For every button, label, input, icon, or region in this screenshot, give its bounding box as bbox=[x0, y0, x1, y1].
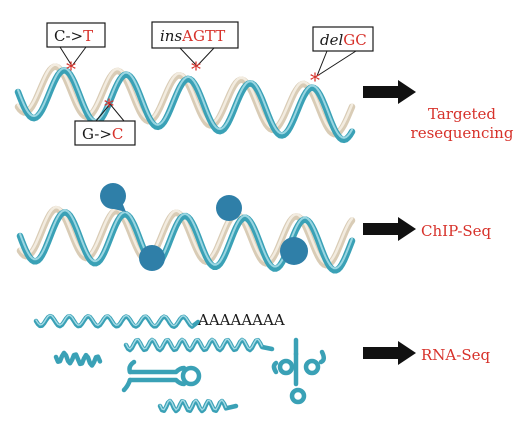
deletion-label: delGC bbox=[320, 31, 367, 49]
callout-pointer bbox=[59, 46, 87, 67]
stem bbox=[127, 365, 187, 387]
protein-blob bbox=[280, 237, 308, 265]
mutation-marker: * bbox=[66, 57, 76, 81]
arrow-right-icon bbox=[363, 80, 416, 104]
loop bbox=[180, 365, 202, 387]
method-label-chip: ChIP-Seq bbox=[421, 222, 492, 240]
stem-ends bbox=[121, 359, 137, 393]
dna-helix-resequencing bbox=[14, 63, 356, 144]
strand-teal-highlight bbox=[17, 67, 353, 139]
snp-label: C->T bbox=[54, 27, 93, 45]
method-label-targeted-line2: resequencing bbox=[411, 124, 514, 142]
trna-cloverleaf bbox=[271, 337, 326, 405]
mrna-strand-highlight bbox=[35, 314, 193, 327]
mutation-marker: * bbox=[191, 57, 201, 81]
callout-pointer bbox=[95, 103, 125, 122]
snp-label: G->C bbox=[82, 125, 123, 143]
callout-box bbox=[46, 22, 106, 48]
mutation-marker: * bbox=[310, 68, 320, 92]
rna-strand-highlight bbox=[125, 338, 263, 350]
callout-snp-c-to-t: C->T bbox=[46, 22, 106, 67]
d-loop bbox=[277, 358, 295, 376]
method-label-rna: RNA-Seq bbox=[421, 346, 490, 364]
rna-molecules bbox=[33, 313, 326, 414]
poly-a-tail: AAAAAAAA bbox=[197, 311, 285, 329]
arrow-right-icon bbox=[363, 217, 416, 241]
strand-teal-highlight bbox=[19, 209, 353, 270]
callout-pointer bbox=[179, 47, 215, 67]
stem-loop-rna bbox=[121, 359, 202, 393]
dna-helix-chip bbox=[16, 205, 356, 274]
arrow-right-icon bbox=[363, 341, 416, 365]
callout-box bbox=[74, 120, 136, 146]
anticodon-loop bbox=[289, 387, 307, 405]
short-rna-strand bbox=[53, 350, 103, 368]
callout-box bbox=[151, 21, 239, 49]
callout-deletion: delGC bbox=[312, 26, 374, 78]
method-label-targeted-line1: Targeted bbox=[428, 105, 496, 123]
protein-blob bbox=[100, 183, 126, 212]
callout-box bbox=[312, 26, 374, 52]
callout-pointer bbox=[315, 50, 357, 78]
callout-snp-g-to-c: G->C bbox=[74, 103, 136, 146]
rna-strand-bottom-highlight bbox=[159, 398, 227, 412]
protein-blob bbox=[216, 195, 242, 221]
t-loop bbox=[303, 358, 321, 376]
strand-beige-highlight bbox=[18, 205, 354, 265]
insertion-label: insAGTT bbox=[160, 27, 225, 45]
dna-binding-proteins bbox=[100, 183, 308, 271]
arms bbox=[271, 349, 326, 375]
callout-insertion: insAGTT bbox=[151, 21, 239, 67]
protein-blob bbox=[139, 245, 165, 271]
mutation-marker: * bbox=[104, 94, 114, 118]
